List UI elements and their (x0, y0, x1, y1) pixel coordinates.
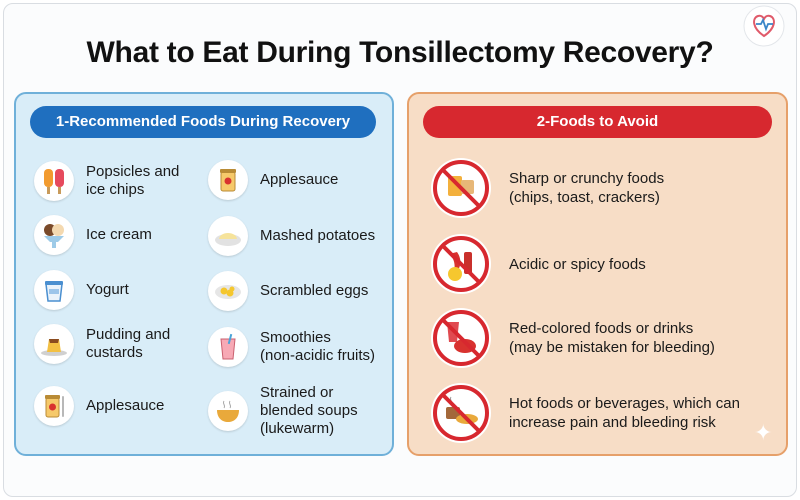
food-label: Scrambled eggs (260, 282, 369, 299)
no-spicy-foods-icon (431, 234, 491, 294)
popsicle-icon (34, 161, 74, 201)
no-crunchy-foods-icon (431, 158, 491, 218)
avoid-item: Hot foods or beverages, which can increa… (431, 383, 740, 443)
food-item: Mashed potatoes (208, 216, 375, 256)
avoid-panel: 2-Foods to Avoid Sharp or crunchy foods … (407, 92, 788, 456)
recommended-header: 1-Recommended Foods During Recovery (30, 106, 376, 138)
ice-cream-icon (34, 215, 74, 255)
applesauce-jar-icon (34, 386, 74, 426)
food-label: Applesauce (86, 397, 165, 414)
smoothie-icon (208, 327, 248, 367)
avoid-item: Sharp or crunchy foods (chips, toast, cr… (431, 158, 664, 218)
pudding-icon (34, 324, 74, 364)
mashed-potatoes-icon (208, 216, 248, 256)
avoid-item: Acidic or spicy foods (431, 234, 646, 294)
food-label: Strained or blended soups (lukewarm) (260, 384, 358, 437)
soup-icon (208, 391, 248, 431)
food-item: Applesauce (34, 386, 164, 426)
food-item: Pudding and custards (34, 324, 170, 364)
page-title: What to Eat During Tonsillectomy Recover… (86, 36, 714, 69)
sparkle-icon: ✦ (754, 420, 773, 445)
avoid-item: Red-colored foods or drinks (may be mist… (431, 308, 715, 368)
food-label: Ice cream (86, 226, 152, 243)
food-label: Mashed potatoes (260, 227, 376, 244)
avoid-header: 2-Foods to Avoid (423, 106, 772, 138)
food-label: Pudding and custards (86, 326, 171, 361)
food-item: Scrambled eggs (208, 271, 368, 311)
health-logo-icon (743, 5, 785, 47)
food-label: Applesauce (260, 171, 339, 188)
food-item: Strained or blended soups (lukewarm) (208, 384, 358, 438)
food-item: Smoothies (non-acidic fruits) (208, 327, 375, 367)
food-label: Smoothies (non-acidic fruits) (260, 329, 376, 364)
no-red-foods-icon (431, 308, 491, 368)
avoid-label: Hot foods or beverages, which can increa… (509, 395, 740, 431)
no-hot-foods-icon (431, 383, 491, 443)
food-item: Ice cream (34, 215, 152, 255)
food-item: Applesauce (208, 160, 338, 200)
food-label: Popsicles and ice chips (86, 163, 180, 198)
avoid-label: Sharp or crunchy foods (chips, toast, cr… (509, 170, 665, 206)
yogurt-icon (34, 270, 74, 310)
food-item: Yogurt (34, 270, 129, 310)
food-label: Yogurt (86, 281, 129, 298)
avoid-label: Red-colored foods or drinks (may be mist… (509, 320, 715, 356)
applesauce-jar-icon (208, 160, 248, 200)
recommended-panel: 1-Recommended Foods During Recovery Pops… (14, 92, 394, 456)
food-item: Popsicles and ice chips (34, 161, 179, 201)
scrambled-eggs-icon (208, 271, 248, 311)
avoid-label: Acidic or spicy foods (509, 255, 646, 273)
